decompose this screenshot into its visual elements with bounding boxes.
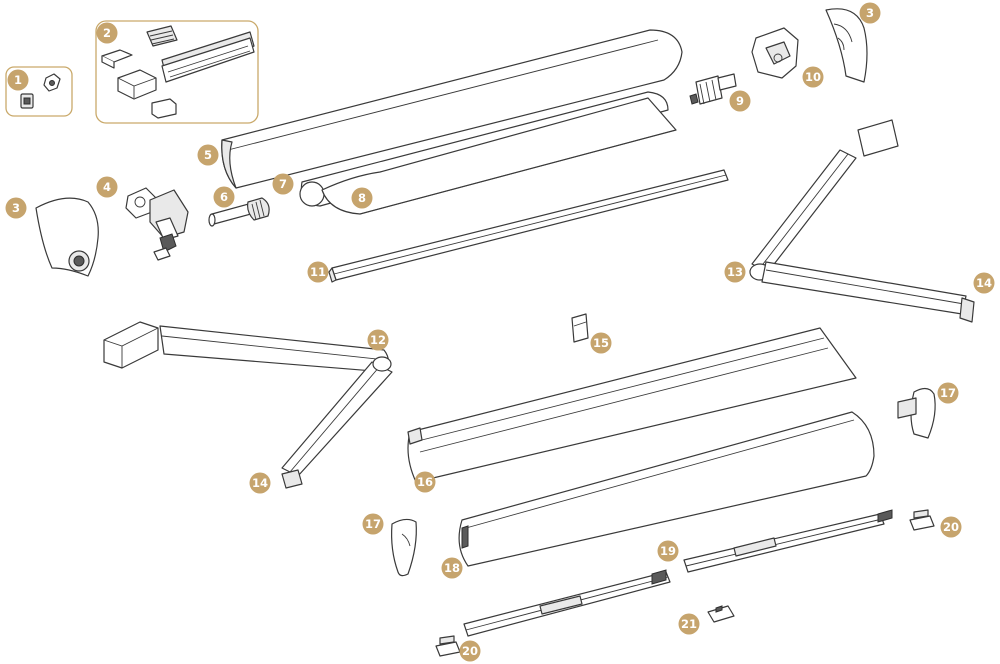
part-13-right-arm [749, 119, 975, 323]
part-8-fabric [321, 97, 677, 215]
callout-number: 14 [976, 276, 992, 290]
part-2-front-profile-fittings [101, 25, 255, 119]
callout-number: 16 [417, 475, 433, 489]
callout-number: 19 [660, 544, 676, 558]
callout-number: 11 [310, 265, 326, 279]
part-5-cassette-cover [221, 29, 683, 189]
callout-badge: 20 [459, 640, 481, 662]
callout-number: 17 [365, 517, 381, 531]
callout-number: 20 [943, 520, 959, 534]
part-3-left-end-cap [35, 197, 99, 277]
part-20-clip-right [909, 509, 935, 531]
part-group-box-1 [5, 66, 73, 117]
part-4-drive-gear [125, 187, 189, 261]
callout-badge: 1 [7, 69, 29, 91]
callout-badge: 5 [197, 144, 219, 166]
callout-number: 9 [736, 94, 744, 108]
callout-number: 3 [866, 6, 874, 20]
callout-badge: 3 [5, 197, 27, 219]
callout-number: 8 [358, 191, 366, 205]
part-1-small-brackets [20, 73, 61, 109]
callout-badge: 2 [96, 22, 118, 44]
callout-badge: 21 [678, 613, 700, 635]
callout-number: 2 [103, 26, 111, 40]
callout-number: 21 [681, 617, 697, 631]
callout-badge: 15 [590, 332, 612, 354]
callout-badge: 3 [859, 2, 881, 24]
callout-badge: 10 [802, 66, 824, 88]
callout-number: 13 [727, 265, 743, 279]
part-15-clip [571, 313, 589, 343]
callout-badge: 7 [272, 173, 294, 195]
callout-number: 17 [940, 386, 956, 400]
callout-badge: 4 [96, 176, 118, 198]
callout-badge: 12 [367, 329, 389, 351]
part-19-telescopic-bar-lower [463, 569, 671, 637]
callout-number: 12 [370, 333, 386, 347]
callout-badge: 18 [441, 557, 463, 579]
part-6-axle [208, 197, 270, 227]
callout-number: 3 [12, 201, 20, 215]
part-19-telescopic-bar-upper [683, 509, 893, 573]
callout-number: 5 [204, 148, 212, 162]
part-21-slider [707, 605, 735, 623]
callout-badge: 9 [729, 90, 751, 112]
part-group-box-2 [95, 20, 259, 124]
callout-badge: 13 [724, 261, 746, 283]
part-10-motor-bracket [751, 27, 799, 79]
part-9-bearing [689, 73, 737, 105]
part-11-rail [328, 169, 729, 283]
callout-badge: 19 [657, 540, 679, 562]
callout-badge: 17 [937, 382, 959, 404]
callout-number: 15 [593, 336, 609, 350]
callout-number: 14 [252, 476, 268, 490]
callout-number: 4 [103, 180, 111, 194]
callout-number: 6 [220, 190, 228, 204]
callout-badge: 14 [973, 272, 995, 294]
callout-number: 1 [14, 73, 22, 87]
callout-badge: 8 [351, 187, 373, 209]
part-12-left-arm [103, 321, 393, 489]
callout-number: 20 [462, 644, 478, 658]
callout-badge: 20 [940, 516, 962, 538]
callout-number: 10 [805, 70, 821, 84]
callout-number: 18 [444, 561, 460, 575]
part-17-front-end-cap-right [897, 387, 936, 439]
part-18-valance [458, 411, 875, 567]
callout-badge: 14 [249, 472, 271, 494]
part-16-front-profile [407, 327, 857, 483]
callout-badge: 17 [362, 513, 384, 535]
part-20-clip-bottom [435, 635, 461, 657]
part-3-right-end-cap [825, 8, 868, 83]
callout-badge: 6 [213, 186, 235, 208]
callout-badge: 11 [307, 261, 329, 283]
callout-number: 7 [279, 177, 287, 191]
callout-badge: 16 [414, 471, 436, 493]
part-17-front-end-cap-left [391, 518, 417, 577]
